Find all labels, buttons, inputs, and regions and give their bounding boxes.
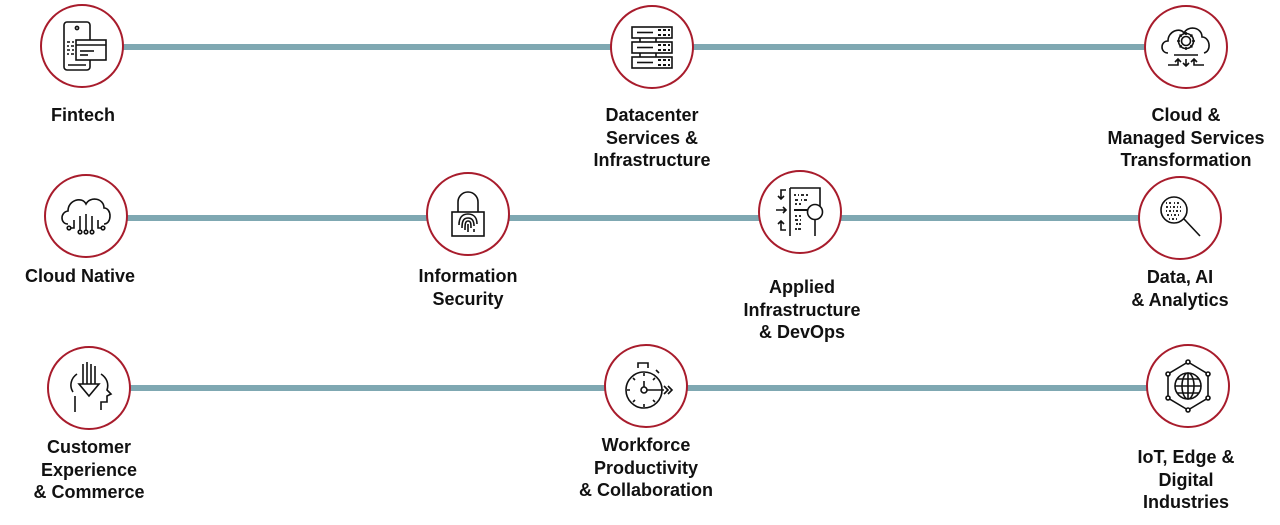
- node-datacenter: [610, 5, 694, 89]
- label-cloud-managed: Cloud & Managed Services Transformation: [1107, 105, 1265, 170]
- globe-network-icon: [1165, 359, 1211, 413]
- devops-board-icon: [776, 187, 824, 236]
- node-cloud-managed: [1144, 5, 1228, 89]
- node-cloud-native: [44, 174, 128, 258]
- label-workforce: Workforce Productivity & Collaboration: [579, 435, 713, 500]
- server-rack-icon: [631, 26, 673, 69]
- node-customer-exp: [47, 346, 131, 430]
- cloud-gear-icon: [1161, 27, 1210, 68]
- stopwatch-icon: [625, 362, 674, 409]
- data-magnifier-icon: [1160, 196, 1201, 237]
- label-data-ai: Data, AI & Analytics: [1131, 267, 1229, 310]
- node-applied-infra: [758, 170, 842, 254]
- label-datacenter: Datacenter Services & Infrastructure: [593, 105, 711, 170]
- label-iot-edge: IoT, Edge & Digital Industries: [1137, 447, 1235, 512]
- node-info-security: [426, 172, 510, 256]
- label-info-security: Information Security: [418, 266, 518, 309]
- label-customer-exp: Customer Experience & Commerce: [33, 437, 145, 502]
- fingerprint-lock-icon: [451, 191, 485, 237]
- label-fintech: Fintech: [50, 105, 115, 125]
- connector-row-2: [124, 215, 1144, 221]
- mobile-card-icon: [63, 21, 107, 71]
- node-iot-edge: [1146, 344, 1230, 428]
- label-applied-infra: Applied Infrastructure & DevOps: [743, 277, 861, 342]
- head-arrow-icon: [70, 362, 113, 412]
- node-workforce: [604, 344, 688, 428]
- label-cloud-native: Cloud Native: [24, 266, 135, 286]
- node-data-ai: [1138, 176, 1222, 260]
- cloud-circuit-icon: [61, 198, 111, 235]
- node-fintech: [40, 4, 124, 88]
